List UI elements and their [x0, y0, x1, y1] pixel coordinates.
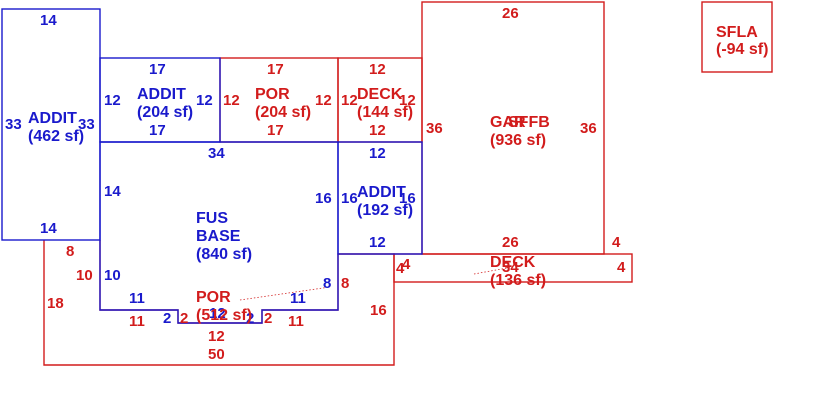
- por-bottom-dim-top-left: 8: [66, 243, 74, 260]
- deck-top-dim-top: 12: [369, 61, 386, 78]
- por-bottom-name: POR: [196, 289, 231, 306]
- fus-dim-left-lower: 10: [104, 267, 121, 284]
- deck-bottom-dim-right-upper: 4: [612, 234, 621, 251]
- sfla-area: (-94 sf): [716, 41, 768, 58]
- por-bottom-dim-inner-right: 11: [288, 313, 304, 330]
- por-top-dim-top: 17: [267, 61, 284, 78]
- deck-bottom-dim-left: 4: [396, 260, 405, 277]
- por-top-dim-left: 12: [223, 92, 240, 109]
- deck-top-dim-left: 12: [341, 92, 358, 109]
- por-bottom-dim-diag: 10: [76, 267, 93, 284]
- addit-mid-area: (204 sf): [137, 104, 193, 121]
- deck-bottom-name: DECK: [490, 254, 536, 271]
- deck-bottom-area: (136 sf): [490, 272, 546, 289]
- addit-mid-dim-right: 12: [196, 92, 213, 109]
- fus-name: FUS: [196, 210, 228, 227]
- addit-mid-dim-left: 12: [104, 92, 121, 109]
- gar-dim-left: 36: [426, 120, 443, 137]
- fus-name-2: BASE: [196, 228, 241, 245]
- fus-dim-right-upper: 16: [315, 190, 332, 207]
- sfla-name: SFLA: [716, 24, 758, 41]
- addit-mid-dim-top: 17: [149, 61, 166, 78]
- por-bottom-dim-right-lower: 16: [370, 302, 387, 319]
- por-bottom-dim-notch-left: 2: [180, 310, 188, 327]
- fus-dim-left: 14: [104, 183, 121, 200]
- por-bottom-dim-inner-left: 11: [129, 313, 145, 330]
- fus-dim-right-lower: 8: [323, 275, 331, 292]
- por-top-area: (204 sf): [255, 104, 311, 121]
- fus-dim-notch-left: 2: [163, 310, 171, 327]
- deck-bottom-dim-top: 34: [502, 259, 519, 276]
- fus-dim-bottom-right: 11: [290, 290, 306, 307]
- deck-label-leader: [473, 265, 519, 275]
- addit-right-dim-left: 16: [341, 190, 358, 207]
- deck-bottom-dim-right: 4: [617, 259, 626, 276]
- deck-top-name: DECK: [357, 86, 403, 103]
- por-bottom-dim-bottom: 50: [208, 346, 225, 363]
- por-top-dim-bottom: 17: [267, 122, 284, 139]
- addit-left-dim-top: 14: [40, 12, 57, 29]
- gar-dim-bottom: 26: [502, 234, 519, 251]
- deck-top-area: (144 sf): [357, 104, 413, 121]
- gar-name-overlay: SFFB: [508, 114, 550, 131]
- addit-right-name: ADDIT: [357, 184, 406, 201]
- addit-left-area: (462 sf): [28, 128, 84, 145]
- fus-dim-notch-bottom: 12: [209, 305, 226, 322]
- deck-top-dim-bottom: 12: [369, 122, 386, 139]
- addit-mid-name: ADDIT: [137, 86, 186, 103]
- gar-dim-top: 26: [502, 5, 519, 22]
- addit-right-dim-bottom: 12: [369, 234, 386, 251]
- por-bottom-dim-left: 18: [47, 295, 64, 312]
- addit-right-area: (192 sf): [357, 202, 413, 219]
- addit-right-dim-right: 16: [399, 190, 416, 207]
- fus-area: (840 sf): [196, 246, 252, 263]
- por-bottom-dim-notch-right: 2: [264, 310, 272, 327]
- deck-bottom-outline: [393, 253, 633, 283]
- por-top-name: POR: [255, 86, 290, 103]
- addit-right-outline: [337, 141, 423, 255]
- addit-mid-dim-bottom: 17: [149, 122, 166, 139]
- fus-dim-notch-right: 2: [246, 310, 254, 327]
- gar-dim-right: 36: [580, 120, 597, 137]
- gar-area: (936 sf): [490, 132, 546, 149]
- gar-name: GAR: [490, 114, 526, 131]
- addit-right-dim-top: 12: [369, 145, 386, 162]
- sfla-outline: [701, 1, 773, 73]
- por-label-leader: [239, 286, 331, 301]
- addit-left-dim-right: 33: [78, 116, 95, 133]
- por-bottom-area: (512 sf): [196, 307, 252, 324]
- por-bottom-dim-notch-bottom: 12: [208, 328, 225, 345]
- fus-dim-top: 34: [208, 145, 225, 162]
- por-bottom-dim-right-upper: 8: [341, 275, 349, 292]
- deck-top-dim-right: 12: [399, 92, 416, 109]
- addit-left-dim-bottom: 14: [40, 220, 57, 237]
- deck-bottom-dim-left-upper: 4: [402, 256, 411, 273]
- addit-left-dim-left: 33: [5, 116, 22, 133]
- por-top-dim-right: 12: [315, 92, 332, 109]
- addit-left-name: ADDIT: [28, 110, 77, 127]
- fus-dim-bottom-left: 11: [129, 290, 145, 307]
